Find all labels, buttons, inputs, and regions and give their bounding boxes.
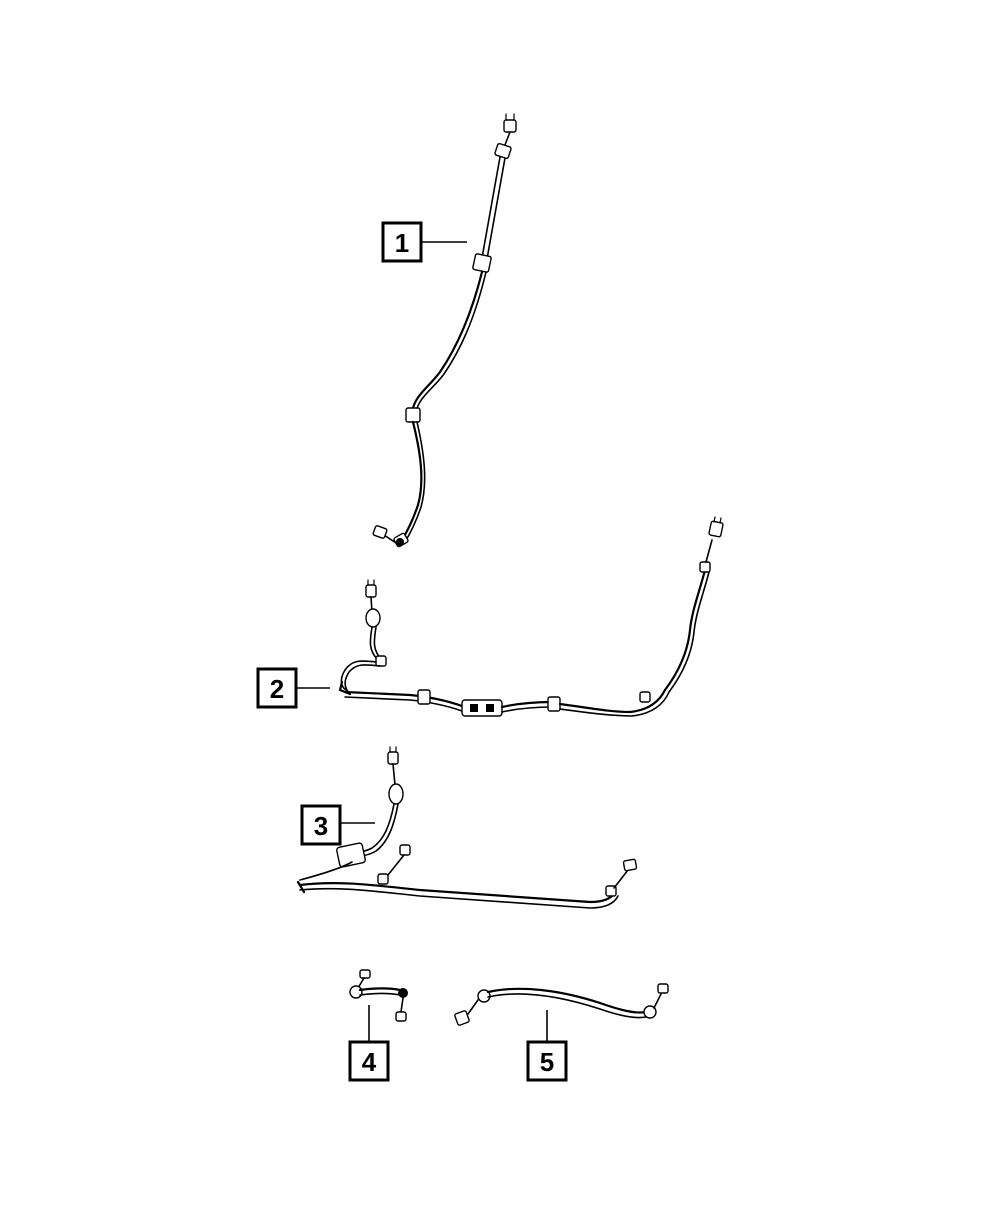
connector-icon bbox=[708, 516, 724, 538]
callout-label: 3 bbox=[314, 811, 328, 841]
callout-label: 4 bbox=[362, 1047, 377, 1077]
harness-part-5 bbox=[454, 983, 669, 1026]
callout-5[interactable]: 5 bbox=[526, 1040, 568, 1082]
connector-icon bbox=[622, 858, 638, 872]
module-icon bbox=[336, 842, 366, 868]
callout-2[interactable]: 2 bbox=[256, 667, 298, 709]
callout-1[interactable]: 1 bbox=[381, 221, 423, 263]
connector-icon bbox=[372, 525, 409, 548]
connector-icon bbox=[503, 113, 517, 133]
callout-label: 1 bbox=[395, 228, 409, 258]
callout-label: 5 bbox=[540, 1047, 554, 1077]
callout-label: 2 bbox=[270, 674, 284, 704]
connector-icon bbox=[365, 579, 377, 598]
harness-part-3 bbox=[296, 746, 638, 909]
callout-3[interactable]: 3 bbox=[300, 804, 342, 846]
module-icon bbox=[461, 699, 503, 717]
harness-part-2 bbox=[338, 516, 724, 717]
connector-icon bbox=[387, 746, 399, 765]
callout-4[interactable]: 4 bbox=[348, 1040, 390, 1082]
harness-part-1 bbox=[372, 113, 517, 548]
harness-part-4 bbox=[349, 969, 408, 1022]
